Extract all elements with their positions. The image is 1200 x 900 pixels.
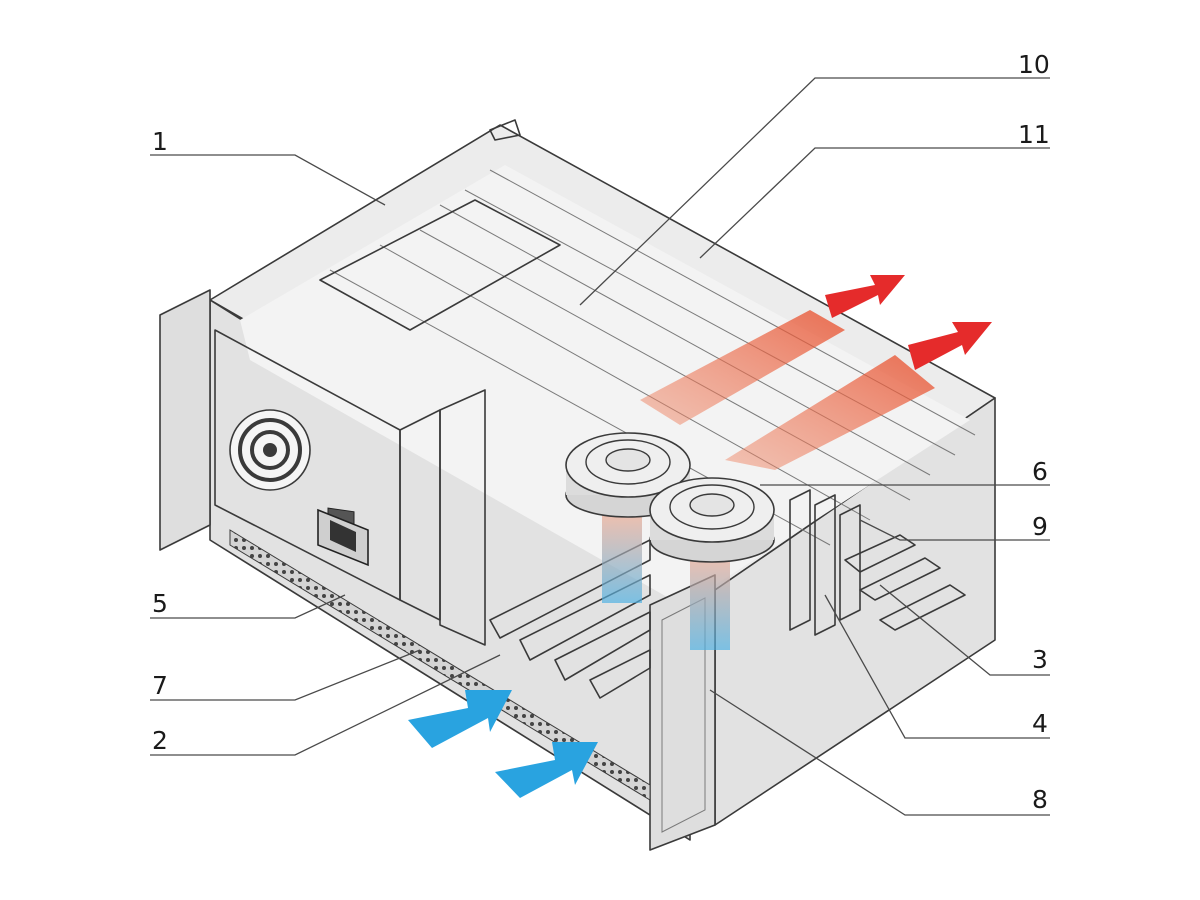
exhaust-arrow-1-icon <box>825 275 905 318</box>
exhaust-arrows <box>825 275 992 370</box>
callout-4: 4 <box>1032 709 1048 738</box>
callout-labels: 1 5 7 2 10 11 6 9 3 4 8 <box>152 50 1050 814</box>
intake-arrows <box>408 690 598 798</box>
intake-arrow-1-icon <box>408 690 512 748</box>
callout-8: 8 <box>1032 785 1048 814</box>
callout-3: 3 <box>1032 645 1048 674</box>
callout-10: 10 <box>1018 50 1050 79</box>
cool-airflow-column-2 <box>690 555 730 650</box>
heat-exhaust-band-1 <box>640 310 845 425</box>
callout-6: 6 <box>1032 457 1048 486</box>
power-supply <box>214 329 441 621</box>
callout-5: 5 <box>152 589 168 618</box>
intake-arrow-2-icon <box>495 742 598 798</box>
bottom-vent-strip <box>229 529 651 801</box>
callout-1: 1 <box>152 127 168 156</box>
callout-9: 9 <box>1032 512 1048 541</box>
callout-2: 2 <box>152 726 168 755</box>
leader-lines <box>150 77 1050 816</box>
left-handle <box>159 289 211 551</box>
drive-cage <box>439 389 486 646</box>
heat-exhaust-band-2 <box>725 355 935 470</box>
exhaust-arrow-2-icon <box>908 322 992 370</box>
chassis <box>159 119 996 851</box>
cooling-fan-2 <box>649 477 775 563</box>
callout-11: 11 <box>1018 120 1050 149</box>
expansion-cards <box>789 489 861 636</box>
slot-connectors <box>844 534 966 631</box>
cool-airflow-column-1 <box>602 515 642 603</box>
callout-7: 7 <box>152 671 168 700</box>
